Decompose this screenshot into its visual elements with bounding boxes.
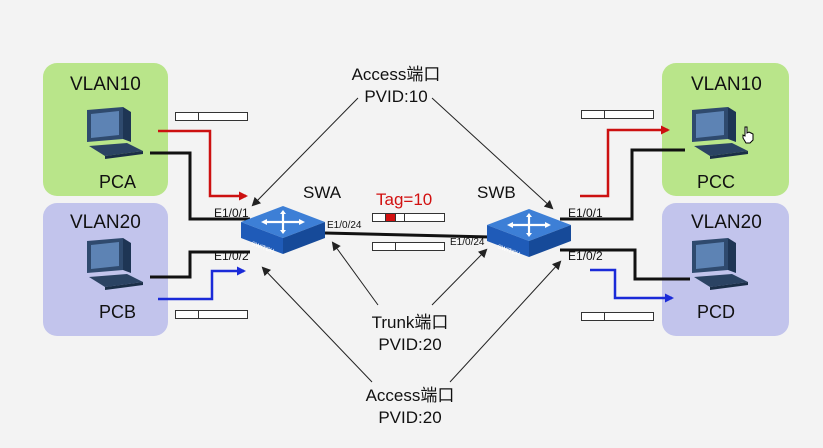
vlan10-arrow-left — [158, 129, 248, 201]
switch-icon: SWITCH — [487, 209, 571, 258]
vlan20-arrow-left — [158, 266, 246, 301]
pc-label: PCD — [697, 302, 736, 322]
port-label: E1/0/24 — [327, 220, 362, 231]
note-access-top: Access端口 PVID:10 — [336, 64, 456, 108]
vlan20-arrow-right — [590, 268, 674, 303]
vlan10-arrow-right — [580, 125, 670, 198]
frame-untagged-pcc — [581, 110, 654, 119]
pointer-trunk-swa — [331, 241, 379, 306]
cable-pca-swa — [150, 151, 250, 221]
pc-icon — [87, 238, 143, 290]
pc-icon — [87, 107, 143, 159]
vlan-label: VLAN20 — [691, 212, 762, 233]
pc-label: PCC — [697, 172, 736, 192]
port-label: E1/0/1 — [214, 206, 249, 220]
switch-icon: SWITCH — [241, 206, 325, 255]
pc-label: PCA — [99, 172, 137, 192]
hand-cursor-icon — [742, 126, 754, 144]
pointer-access-bottom-swb — [449, 260, 562, 383]
frame-untagged-pca — [175, 112, 248, 121]
note-access-bottom: Access端口 PVID:20 — [350, 385, 470, 429]
note-line: PVID:20 — [378, 408, 442, 427]
switch-name: SWB — [477, 183, 516, 202]
pc-icon — [692, 238, 748, 290]
pc-label: PCB — [99, 302, 137, 322]
vlan-label: VLAN10 — [70, 74, 141, 95]
tag-label: Tag=10 — [376, 190, 433, 209]
port-label: E1/0/2 — [568, 249, 603, 263]
pointer-trunk-swb — [431, 248, 488, 306]
note-line: PVID:20 — [378, 335, 442, 354]
frame-untagged-pcb — [175, 310, 248, 319]
pc-icon — [692, 107, 748, 159]
pointer-access-top-swb — [431, 97, 554, 210]
note-trunk: Trunk端口 PVID:20 — [350, 312, 470, 356]
note-line: Trunk端口 — [371, 313, 449, 332]
pointer-access-bottom-swa — [261, 266, 373, 383]
cable-swb-pcd — [560, 248, 690, 281]
cable-swb-pcc — [560, 148, 685, 221]
frame-untagged-trunk — [372, 242, 445, 251]
cable-pcb-swa — [150, 250, 250, 279]
switch-name: SWA — [303, 183, 342, 202]
vlan-label: VLAN10 — [691, 74, 762, 95]
frame-tagged-trunk — [372, 213, 445, 222]
port-label: E1/0/24 — [450, 237, 485, 248]
frame-untagged-pcd — [581, 312, 654, 321]
pointer-access-top-swa — [251, 97, 359, 207]
port-label: E1/0/1 — [568, 206, 603, 220]
note-line: Access端口 — [365, 386, 455, 405]
note-line: Access端口 — [351, 65, 441, 84]
note-line: PVID:10 — [364, 87, 428, 106]
vlan-label: VLAN20 — [70, 212, 141, 233]
trunk-cable — [324, 231, 491, 239]
port-label: E1/0/2 — [214, 249, 249, 263]
